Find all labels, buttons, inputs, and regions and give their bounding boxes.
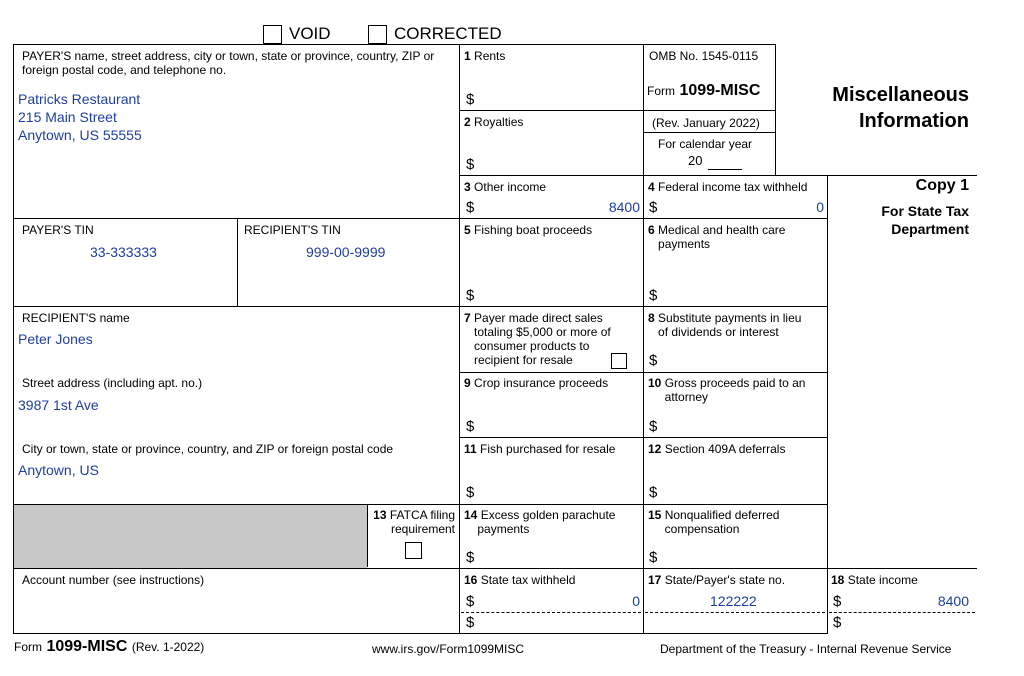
- box14-label: 14 Excess golden parachute payments: [464, 508, 616, 536]
- fatca-checkbox[interactable]: [405, 542, 422, 559]
- footer-dept: Department of the Treasury - Internal Re…: [660, 642, 952, 656]
- payer-city[interactable]: Anytown, US 55555: [18, 127, 142, 143]
- copy-desc-line2: Department: [891, 221, 969, 237]
- box2-dollar: $: [466, 156, 475, 173]
- omb-number: OMB No. 1545-0115: [649, 49, 759, 63]
- box12-dollar: $: [649, 484, 658, 501]
- box15-label: 15 Nonqualified deferred compensation: [648, 508, 780, 536]
- shaded-area: [14, 505, 367, 568]
- box3-dollar: $: [466, 199, 475, 216]
- box4-dollar: $: [649, 199, 658, 216]
- recipient-tin-value[interactable]: 999-00-9999: [306, 244, 386, 260]
- calendar-year-line[interactable]: [708, 169, 742, 170]
- payer-name[interactable]: Patricks Restaurant: [18, 91, 141, 107]
- box16-dollar: $: [466, 593, 475, 610]
- box3-value[interactable]: 8400: [608, 199, 640, 215]
- box11-label: 11 Fish purchased for resale: [464, 442, 616, 456]
- box18-value[interactable]: 8400: [937, 593, 969, 609]
- form-title-line1: Miscellaneous: [832, 84, 969, 106]
- calendar-year-label: For calendar year: [658, 137, 753, 151]
- box8-label: 8 Substitute payments in lieu of dividen…: [648, 311, 802, 339]
- box14-dollar: $: [466, 549, 475, 566]
- box18-dollar-2: $: [833, 614, 842, 631]
- omb-rev: (Rev. January 2022): [652, 116, 760, 130]
- box5-dollar: $: [466, 287, 475, 304]
- box10-label: 10 Gross proceeds paid to an attorney: [648, 376, 806, 404]
- box6-dollar: $: [649, 287, 658, 304]
- box17-value[interactable]: 122222: [710, 593, 757, 609]
- footer-url[interactable]: www.irs.gov/Form1099MISC: [372, 642, 525, 656]
- recipient-city-value[interactable]: Anytown, US: [18, 462, 99, 478]
- recipient-name-value[interactable]: Peter Jones: [18, 331, 93, 347]
- box6-label: 6 Medical and health care payments: [648, 223, 786, 251]
- box10-dollar: $: [649, 418, 658, 435]
- box4-label: 4 Federal income tax withheld: [648, 180, 808, 194]
- recipient-street-value[interactable]: 3987 1st Ave: [18, 397, 99, 413]
- calendar-year: 20: [688, 153, 703, 168]
- box16-value[interactable]: 0: [632, 593, 640, 609]
- box8-dollar: $: [649, 352, 658, 369]
- recipient-tin-label: RECIPIENT'S TIN: [244, 223, 341, 237]
- recipient-street-label: Street address (including apt. no.): [22, 376, 203, 390]
- box16-dollar-2: $: [466, 614, 475, 631]
- corrected-label: CORRECTED: [394, 24, 502, 43]
- box18-label: 18 State income: [831, 573, 918, 587]
- copy-label: Copy 1: [915, 177, 969, 194]
- box3-label: 3 Other income: [464, 180, 547, 194]
- account-number-label: Account number (see instructions): [22, 573, 205, 587]
- box12-label: 12 Section 409A deferrals: [648, 442, 786, 456]
- void-checkbox[interactable]: [263, 25, 282, 44]
- box7-label: 7 Payer made direct sales totaling $5,00…: [464, 311, 611, 367]
- box1-label: 1 Rents: [464, 49, 506, 63]
- box17-label: 17 State/Payer's state no.: [648, 573, 786, 587]
- box9-label: 9 Crop insurance proceeds: [464, 376, 609, 390]
- recipient-name-label: RECIPIENT'S name: [22, 311, 130, 325]
- box11-dollar: $: [466, 484, 475, 501]
- payer-tin-value[interactable]: 33-333333: [90, 244, 157, 260]
- corrected-checkbox[interactable]: [368, 25, 387, 44]
- box15-dollar: $: [649, 549, 658, 566]
- box18-dollar: $: [833, 593, 842, 610]
- payer-label: PAYER'S name, street address, city or to…: [22, 49, 435, 77]
- footer-form-title: Form 1099-MISC (Rev. 1-2022): [14, 638, 205, 655]
- copy-desc-line1: For State Tax: [881, 203, 969, 219]
- payer-tin-label: PAYER'S TIN: [22, 223, 94, 237]
- box1-dollar: $: [466, 91, 475, 108]
- box5-label: 5 Fishing boat proceeds: [464, 223, 593, 237]
- box7-checkbox[interactable]: [611, 353, 627, 369]
- box9-dollar: $: [466, 418, 475, 435]
- box4-value[interactable]: 0: [816, 199, 824, 215]
- box2-label: 2 Royalties: [464, 115, 524, 129]
- form-title-line2: Information: [859, 110, 969, 132]
- payer-street[interactable]: 215 Main Street: [18, 109, 117, 125]
- omb-form-title: Form 1099-MISC: [647, 82, 761, 99]
- recipient-city-label: City or town, state or province, country…: [22, 442, 394, 456]
- box16-label: 16 State tax withheld: [464, 573, 576, 587]
- void-label: VOID: [289, 24, 331, 43]
